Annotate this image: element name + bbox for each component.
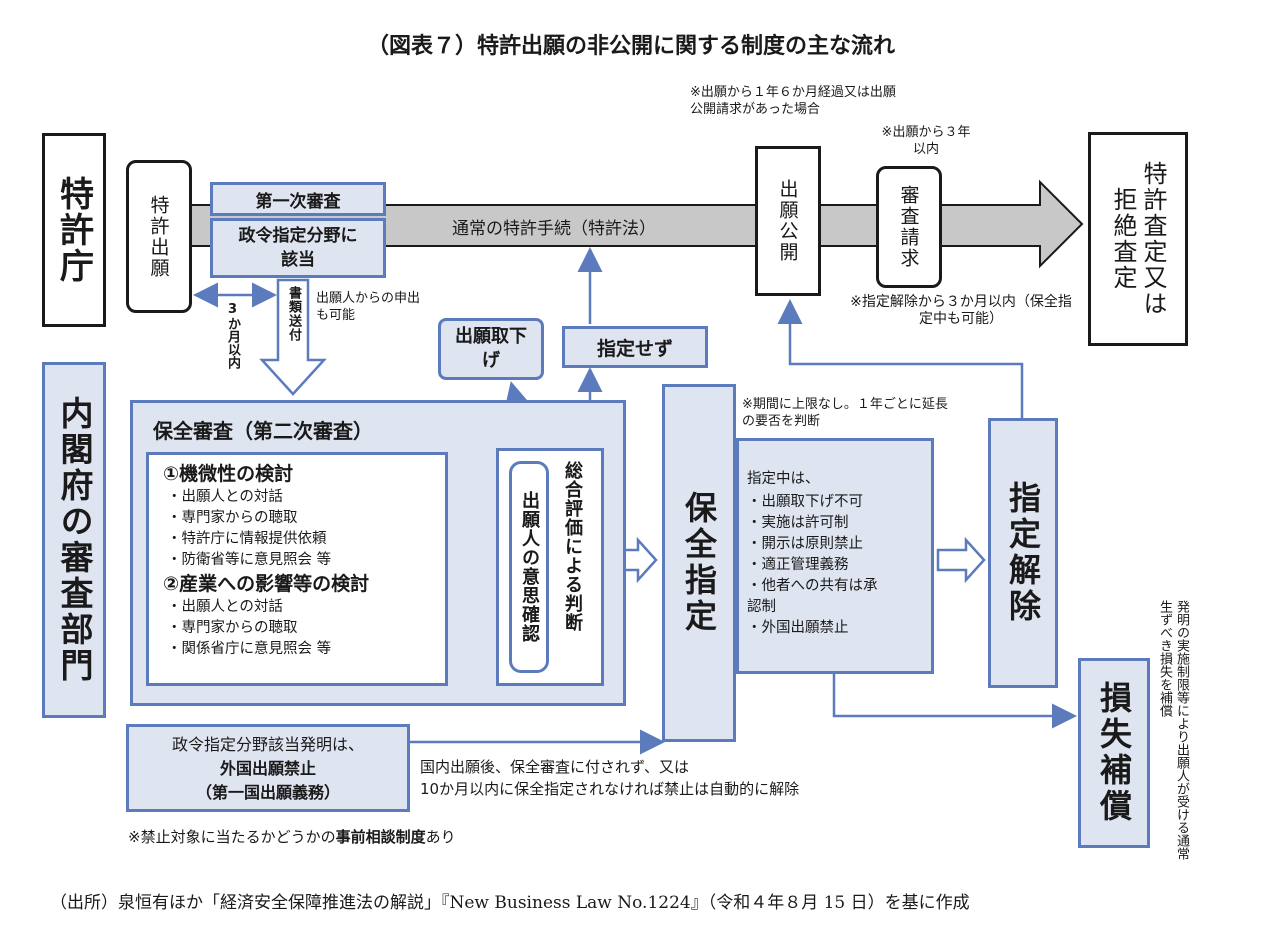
during-title: 指定中は、 [747, 471, 820, 487]
auto-release-line2: 10か月以内に保全指定されなければ禁止は自動的に解除 [420, 780, 800, 798]
during-list: 指定中は、 ・出願取下げ不可 ・実施は許可制 ・開示は原則禁止 ・適正管理義務 … [747, 469, 931, 639]
list-item: ・防衛省等に意見照会 等 [167, 552, 332, 568]
during-designation-box: 指定中は、 ・出願取下げ不可 ・実施は許可制 ・開示は原則禁止 ・適正管理義務 … [736, 438, 934, 674]
applicant-request-note: 出願人からの申出も可能 [316, 291, 421, 323]
foreign-filing-box: 政令指定分野該当発明は、 外国出願禁止 （第一国出願義務） [126, 724, 410, 812]
review2-title: ②産業への影響等の検討 [163, 573, 370, 595]
designated-field-box: 政令指定分野に該当 [210, 218, 386, 278]
result-box: 特許査定又は拒絶査定 [1088, 132, 1188, 346]
not-designated-box: 指定せず [562, 326, 708, 368]
period-note: ※期間に上限なし。１年ごとに延長の要否を判断 [742, 397, 948, 429]
foreign-line1: 政令指定分野該当発明は、 [171, 735, 364, 754]
review-items-box: ①機微性の検討 ・出願人との対話 ・専門家からの聴取 ・特許庁に情報提供依頼 ・… [146, 452, 448, 686]
publication-note: ※出願から１年６か月経過又は出願公開請求があった場合 [690, 85, 896, 117]
exam-request-note: ※出願から３年以内 [881, 125, 971, 157]
review1-title: ①機微性の検討 [163, 463, 294, 485]
cabinet-lane-label: 内閣府の審査部門 [42, 362, 106, 718]
review1-list: ・出願人との対話 ・専門家からの聴取 ・特許庁に情報提供依頼 ・防衛省等に意見照… [167, 487, 445, 571]
release-return-arrow [777, 299, 1024, 418]
list-item: ・専門家からの聴取 [167, 510, 298, 526]
list-item: ・専門家からの聴取 [167, 620, 298, 636]
source-note: （出所）泉恒有ほか「経済安全保障推進法の解説」『New Business Law… [50, 893, 970, 913]
auto-release-note: 国内出願後、保全審査に付されず、又は 10か月以内に保全指定されなければ禁止は自… [420, 756, 799, 800]
designation-box: 保全指定 [662, 384, 736, 742]
list-item: ・適正管理義務 [747, 557, 849, 573]
send-docs-label: 書類送付 [286, 286, 301, 342]
consult-note: ※禁止対象に当たるかどうかの事前相談制度あり [128, 828, 456, 846]
first-exam-box: 第一次審査 [210, 182, 386, 216]
send-docs-arrow [259, 278, 327, 396]
release-note: ※指定解除から３か月以内（保全指定中も可能） [850, 294, 1072, 327]
patent-filing-box: 特許出願 [126, 160, 192, 313]
security-review-title: 保全審査（第二次審査） [153, 419, 373, 443]
list-item: ・実施は許可制 [747, 515, 849, 531]
list-item: ・関係省庁に意見照会 等 [167, 641, 332, 657]
page-title: （図表７）特許出願の非公開に関する制度の主な流れ [366, 34, 895, 59]
list-item: ・特許庁に情報提供依頼 [167, 531, 327, 547]
auto-release-line1: 国内出願後、保全審査に付されず、又は [420, 758, 689, 776]
release-box: 指定解除 [988, 418, 1058, 688]
list-item: ・出願取下げ不可 [747, 494, 863, 510]
compensation-box: 損失補償 [1078, 658, 1150, 848]
to-release-arrow [936, 536, 986, 584]
jpo-lane-label: 特許庁 [42, 133, 106, 327]
compensation-note: 発明の実施制限等により出願人が受ける通常生ずべき損失を補償 [1157, 600, 1189, 860]
judgement-box: 出願人の意思確認 総合評価による判断 [496, 448, 604, 686]
list-item: ・外国出願禁止 [747, 620, 849, 636]
publication-box: 出願公開 [755, 146, 821, 296]
withdraw-box: 出願取下げ [438, 318, 544, 380]
foreign-line2: 外国出願禁止 [219, 759, 316, 778]
list-item: ・出願人との対話 [167, 489, 283, 505]
overall-judgement-label: 総合評価による判断 [562, 461, 583, 632]
foreign-line3: （第一国出願義務） [195, 783, 340, 802]
list-item: ・開示は原則禁止 [747, 536, 863, 552]
list-item: ・出願人との対話 [167, 599, 283, 615]
intent-confirm-box: 出願人の意思確認 [509, 461, 549, 673]
three-months-label: 3か月以内 [225, 302, 240, 369]
exam-request-box: 審査請求 [876, 166, 942, 288]
list-item: ・他者への共有は承認制 [747, 578, 878, 615]
review2-list: ・出願人との対話 ・専門家からの聴取 ・関係省庁に意見照会 等 [167, 597, 445, 660]
compensation-arrow [832, 674, 1077, 729]
normal-procedure-label: 通常の特許手続（特許法） [452, 219, 656, 239]
